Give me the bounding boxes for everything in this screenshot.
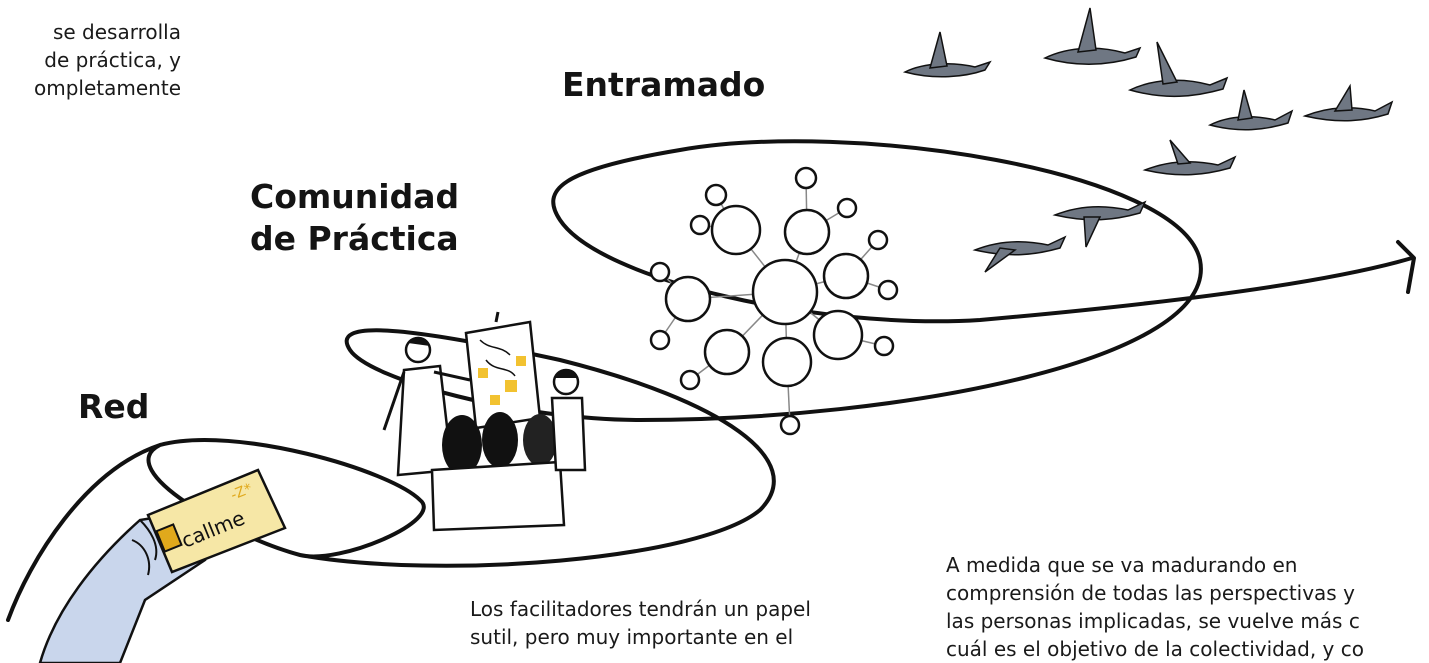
hand-holding-card-icon: callme -Z* [38,468,287,663]
heading-entramado: Entramado [562,65,766,104]
heading-comunidad-de-practica: Comunidad de Práctica [250,176,459,260]
paragraph-line: ompletamente [34,76,181,100]
goose-8 [972,235,1067,273]
paragraph-line: las personas implicadas, se vuelve más c [946,609,1360,633]
paragraph-bottom-center: Los facilitadores tendrán un papel sutil… [470,595,920,651]
arrowhead-icon [1396,240,1416,294]
network-cluster-icon [649,166,899,436]
paragraph-line: Los facilitadores tendrán un papel [470,597,811,621]
goose-5 [1302,83,1394,122]
paragraph-line: comprensión de todas las perspectivas y [946,581,1355,605]
goose-4 [1207,89,1294,131]
paragraph-line: cuál es el objetivo de la colectividad, … [946,637,1364,661]
paragraph-top-left: se desarrolla de práctica, y ompletament… [0,18,181,102]
goose-6 [1142,139,1237,176]
card-mark: -Z* [229,481,255,504]
goose-7 [1052,200,1147,248]
paragraph-line: se desarrolla [52,20,181,44]
paragraph-line: A medida que se va madurando en [946,553,1298,577]
paragraph-line: sutil, pero muy importante en el [470,625,794,649]
paragraph-line: de práctica, y [44,48,181,72]
goose-3 [1127,41,1229,98]
heading-comunidad-line-2: de Práctica [250,219,459,258]
goose-1 [902,31,992,78]
heading-red: Red [78,387,150,426]
paragraph-bottom-right: A medida que se va madurando en comprens… [946,551,1429,663]
flock-of-geese-icon [902,7,1394,273]
heading-comunidad-line-1: Comunidad [250,177,460,216]
goose-2 [1042,7,1142,66]
team-at-whiteboard-icon [382,311,587,532]
